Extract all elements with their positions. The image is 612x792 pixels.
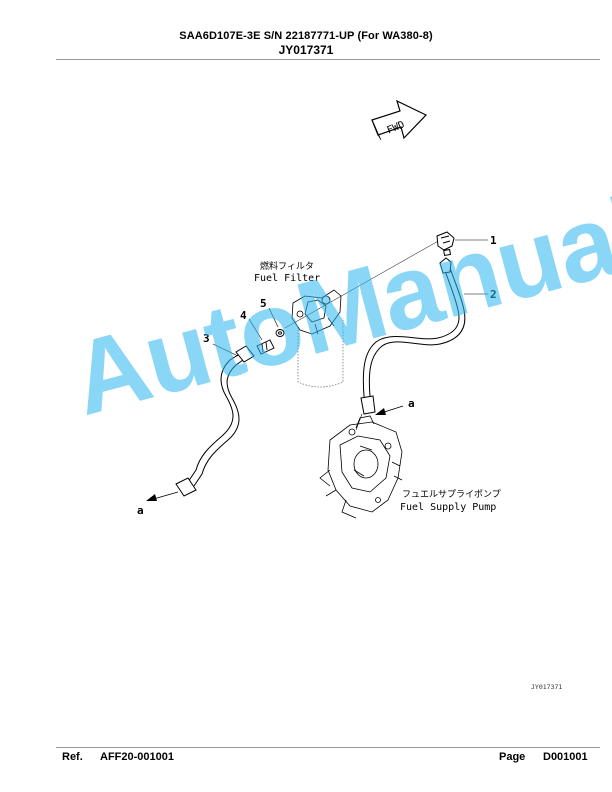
- drawing-id: JY017371: [531, 683, 562, 691]
- page-label: Page: [499, 751, 526, 763]
- callout-5: 5: [260, 297, 267, 310]
- part-1-elbow-fitting: [436, 231, 455, 257]
- fuel-filter-label: Fuel Filter: [254, 273, 320, 284]
- part-3-fuel-tube: [175, 345, 255, 497]
- callout-2: 2: [490, 288, 497, 301]
- ref-label: Ref.: [62, 751, 83, 763]
- flow-arrow-lower: [146, 491, 179, 501]
- fuel-supply-pump: [319, 415, 403, 519]
- flow-label-upper: a: [408, 397, 415, 410]
- fuel-filter-label-jp: 燃料フィルタ: [260, 260, 314, 272]
- fuel-pump-label: Fuel Supply Pump: [400, 502, 496, 513]
- flow-label-lower: a: [137, 504, 144, 517]
- page-header: SAA6D107E-3E S/N 22187771-UP (For WA380-…: [0, 30, 612, 57]
- drawing-code: JY017371: [278, 43, 334, 57]
- forward-arrow-icon: FWD: [371, 99, 428, 141]
- callout-1: 1: [490, 234, 497, 247]
- page-value: D001001: [543, 751, 588, 763]
- fuel-filter: [291, 289, 344, 388]
- page-title: SAA6D107E-3E S/N 22187771-UP (For WA380-…: [179, 30, 433, 42]
- ref-value: AFF20-001001: [100, 751, 174, 763]
- footer-divider: [56, 747, 600, 748]
- fuel-pump-label-jp: フュエルサプライポンプ: [402, 489, 501, 500]
- part-5-washer: [275, 329, 285, 337]
- part-2-fuel-tube: [360, 257, 466, 415]
- header-divider: [56, 59, 600, 60]
- callout-4: 4: [240, 309, 247, 322]
- part-4-connector: [256, 339, 275, 355]
- flow-arrow-upper: [375, 405, 404, 415]
- callout-3: 3: [203, 332, 210, 345]
